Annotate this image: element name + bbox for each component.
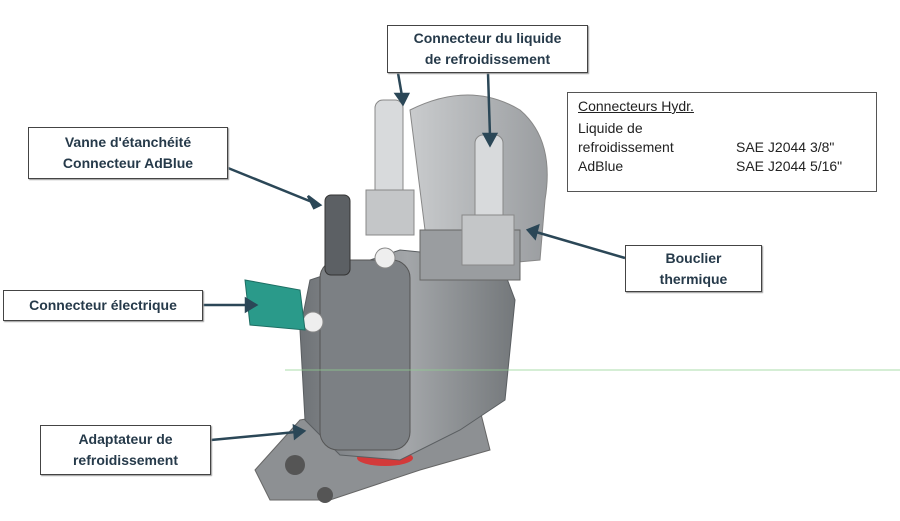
callout-text: Connecteur électrique <box>29 297 177 313</box>
callout-text: thermique <box>659 270 728 287</box>
callout-text: Bouclier <box>665 249 722 266</box>
callout-text: de refroidissement <box>424 51 551 67</box>
adblue-valve <box>324 194 351 276</box>
row-label: Liquide de <box>578 120 643 136</box>
callout-heat-shield: Bouclier thermique <box>625 245 762 292</box>
callout-text: Connecteur AdBlue <box>62 155 194 171</box>
callout-text: Connecteur du liquide <box>413 30 562 46</box>
table-title: Connecteurs Hydr. <box>578 98 694 114</box>
row-value: SAE J2044 3/8" <box>736 139 835 155</box>
hydraulic-connectors-table: Connecteurs Hydr. Liquide de refroidisse… <box>567 92 877 192</box>
table-row: AdBlue SAE J2044 5/16" <box>578 157 866 176</box>
row-label: refroidissement <box>578 139 674 155</box>
row-value: SAE J2044 5/16" <box>736 158 843 174</box>
callout-sealing-valve: Vanne d'étanchéité Connecteur AdBlue <box>28 127 228 179</box>
callout-text: Vanne d'étanchéité <box>64 134 192 150</box>
callout-text: refroidissement <box>72 452 179 468</box>
table-row: Liquide de refroidissement SAE J2044 3/8" <box>578 119 866 157</box>
callout-coolant-connector: Connecteur du liquide de refroidissement <box>387 25 588 73</box>
callout-electrical-connector: Connecteur électrique <box>3 290 203 321</box>
callout-text: Adaptateur de <box>78 431 173 447</box>
callout-cooling-adapter: Adaptateur de refroidissement <box>40 425 211 475</box>
row-label: AdBlue <box>578 158 624 174</box>
